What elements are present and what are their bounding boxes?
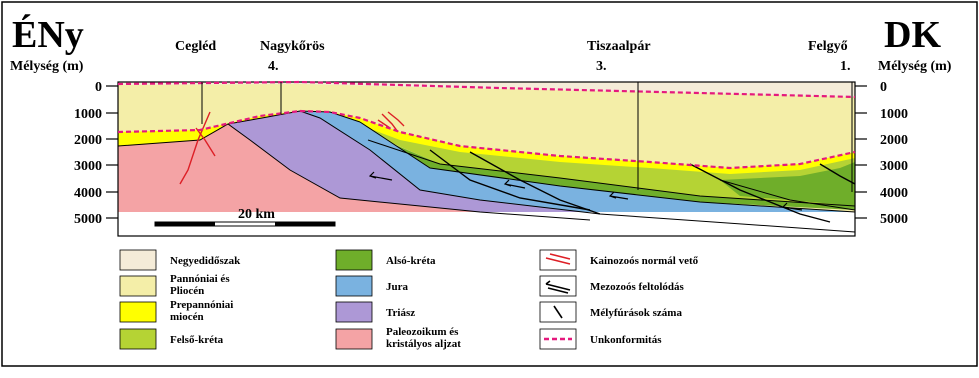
depth-tick: 4000 bbox=[880, 186, 908, 201]
legend-label: Triász bbox=[386, 307, 415, 319]
legend-swatch bbox=[120, 302, 156, 322]
depth-tick: 0 bbox=[880, 80, 887, 95]
legend-label: Mélyfúrások száma bbox=[590, 307, 682, 319]
depth-tick: 2000 bbox=[880, 133, 908, 148]
legend-swatch bbox=[336, 302, 372, 322]
place-tiszaalpar-number: 3. bbox=[596, 59, 607, 74]
legend-label: Mezozoós feltolódás bbox=[590, 281, 684, 293]
depth-tick: 2000 bbox=[74, 133, 102, 148]
legend-label: Negyedidőszak bbox=[170, 255, 241, 267]
legend-swatch bbox=[120, 329, 156, 349]
direction-right: DK bbox=[884, 14, 941, 56]
place-felgyo-number: 1. bbox=[840, 59, 851, 74]
legend-swatch bbox=[540, 276, 576, 296]
direction-left: ÉNy bbox=[12, 14, 84, 56]
legend-swatch bbox=[540, 250, 576, 270]
legend-swatch bbox=[336, 250, 372, 270]
place-nagykoros-number: 4. bbox=[268, 59, 279, 74]
legend-label: Alsó-kréta bbox=[386, 255, 436, 267]
depth-tick: 4000 bbox=[74, 186, 102, 201]
place-felgyo: Felgyő bbox=[808, 39, 848, 54]
legend-swatch bbox=[120, 276, 156, 296]
depth-tick: 5000 bbox=[880, 212, 908, 227]
place-tiszaalpar: Tiszaalpár bbox=[587, 39, 651, 54]
depth-tick: 5000 bbox=[74, 212, 102, 227]
depth-label-left: Mélység (m) bbox=[10, 59, 84, 74]
place-nagykoros: Nagykőrös bbox=[260, 39, 325, 54]
section-body: 20 km bbox=[118, 82, 855, 236]
depth-tick: 0 bbox=[95, 80, 102, 95]
legend-swatch bbox=[336, 276, 372, 296]
depth-tick: 3000 bbox=[880, 159, 908, 174]
legend-swatch bbox=[336, 329, 372, 349]
scale-bar-label: 20 km bbox=[238, 207, 275, 222]
legend-label: Jura bbox=[386, 281, 409, 293]
depth-tick: 3000 bbox=[74, 159, 102, 174]
legend-label: Unkonformitás bbox=[590, 334, 662, 346]
legend-label: Kainozoós normál vető bbox=[590, 255, 699, 267]
depth-tick: 1000 bbox=[74, 107, 102, 122]
legend-label: Felső-kréta bbox=[170, 334, 224, 346]
legend-swatch bbox=[120, 250, 156, 270]
place-ceglied: Cegléd bbox=[175, 39, 216, 54]
depth-label-right: Mélység (m) bbox=[878, 59, 952, 74]
depth-tick: 1000 bbox=[880, 107, 908, 122]
